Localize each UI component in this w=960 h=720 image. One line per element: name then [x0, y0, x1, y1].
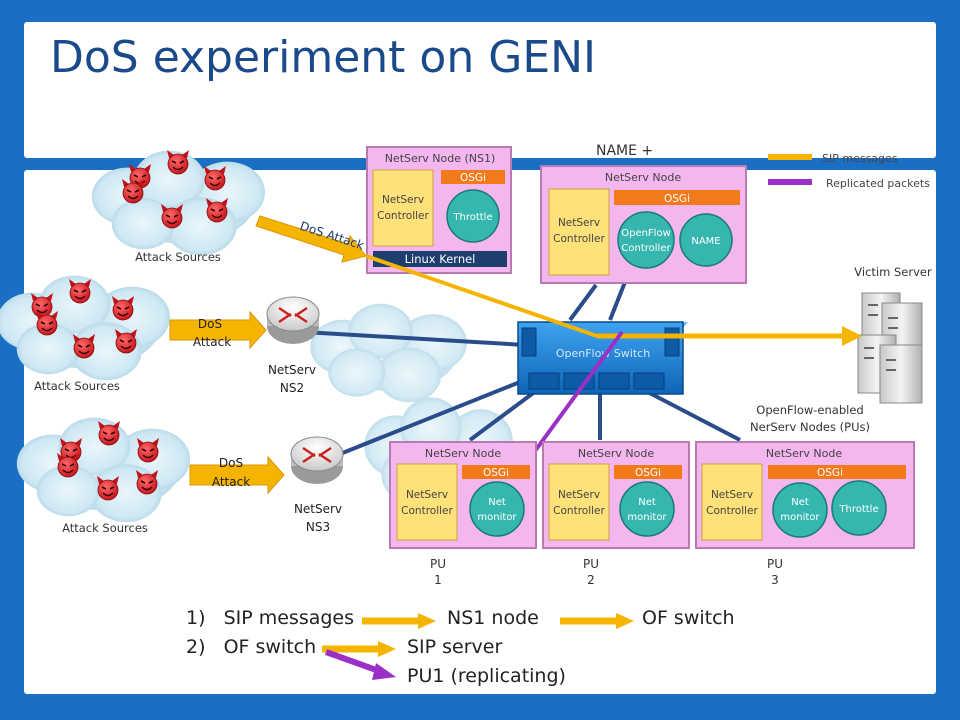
pu2-controller-b: Controller	[553, 505, 605, 517]
name-module: NAME	[691, 236, 720, 247]
name-controller-b: Controller	[553, 233, 605, 245]
router-ns2-icon	[266, 296, 320, 344]
ns1-throttle: Throttle	[452, 212, 492, 223]
attack-cloud-1	[91, 149, 266, 256]
dos-attack-arrows	[169, 215, 367, 495]
pu2-monitor-a: Net	[638, 497, 656, 508]
ns1-osgi: OSGi	[460, 172, 486, 184]
step-2-of-switch: OF switch	[223, 636, 317, 658]
ns1-kernel: Linux Kernel	[405, 252, 476, 266]
step-1: 1) SIP messages	[186, 607, 354, 629]
pu1-controller-b: Controller	[401, 505, 453, 517]
pu1-controller-a: NetServ	[406, 489, 448, 501]
legend: SIP messages Replicated packets	[768, 152, 930, 190]
name-node-title: NetServ Node	[605, 171, 682, 184]
pu3-label-a: PU	[767, 557, 783, 571]
step-2: 2) OF switch	[186, 636, 316, 658]
name-plus-label: NAME +	[596, 143, 653, 159]
pu-caption-a: OpenFlow-enabled	[756, 403, 863, 417]
ns1-controller-a: NetServ	[382, 194, 424, 206]
pu3-label-b: 3	[771, 573, 779, 587]
legend-replicated: Replicated packets	[826, 177, 930, 190]
step-1-ns1: NS1 node	[447, 607, 539, 629]
step-2-sip-server: SIP server	[407, 636, 503, 658]
pu1-monitor-a: Net	[488, 497, 506, 508]
slide-title: DoS experiment on GENI	[50, 32, 597, 83]
pu1-monitor-b: monitor	[477, 512, 517, 523]
pu2-label-a: PU	[583, 557, 599, 571]
legend-sip: SIP messages	[822, 152, 898, 165]
pu3-monitor-b: monitor	[780, 512, 820, 523]
pu3-throttle: Throttle	[838, 504, 878, 515]
openflow-controller-a: OpenFlow	[621, 228, 671, 239]
switch-label: OpenFlow Switch	[556, 347, 650, 360]
step-2-number: 2)	[186, 636, 206, 658]
attack-sources-label-2: Attack Sources	[34, 379, 120, 393]
pu-node-3: NetServ Node NetServ Controller OSGi Net…	[695, 441, 915, 549]
pu2-monitor-b: monitor	[627, 512, 667, 523]
step-1-sip: SIP messages	[223, 607, 355, 629]
attack-sources-label-3: Attack Sources	[62, 521, 148, 535]
attack-label-2a: DoS	[198, 317, 222, 331]
title-panel	[24, 22, 936, 158]
attack-label-2b: Attack	[193, 335, 231, 349]
pu3-osgi: OSGi	[817, 467, 843, 479]
pu-node-2: NetServ Node NetServ Controller OSGi Net…	[542, 441, 690, 549]
ns1-node-title: NetServ Node (NS1)	[385, 152, 496, 165]
attack-sources-label-1: Attack Sources	[135, 250, 221, 264]
router-ns3-label-b: NS3	[306, 520, 330, 534]
ns1-node: NetServ Node (NS1) NetServ Controller OS…	[366, 146, 512, 274]
victim-label: Victim Server	[854, 265, 932, 279]
attack-label-3b: Attack	[212, 475, 250, 489]
router-ns3-icon	[290, 436, 344, 484]
name-node: NetServ Node NetServ Controller OSGi Ope…	[540, 165, 747, 284]
pu1-label-b: 1	[434, 573, 442, 587]
pu2-label-b: 2	[587, 573, 595, 587]
attack-cloud-3	[16, 417, 191, 523]
ns1-controller-b: Controller	[377, 210, 429, 222]
pu3-title: NetServ Node	[766, 447, 843, 460]
pu2-controller-a: NetServ	[558, 489, 600, 501]
pu3-controller-b: Controller	[706, 505, 758, 517]
pu2-title: NetServ Node	[578, 447, 655, 460]
step-arrows	[322, 613, 634, 680]
pu-caption-b: NerServ Nodes (PUs)	[750, 420, 870, 434]
sip-flow	[365, 254, 862, 346]
step-2-pu1: PU1 (replicating)	[407, 665, 566, 687]
pu3-controller-a: NetServ	[711, 489, 753, 501]
step-1-of-switch: OF switch	[642, 607, 735, 629]
pu1-title: NetServ Node	[425, 447, 502, 460]
victim-server-icon	[857, 292, 923, 404]
pu1-osgi: OSGi	[483, 467, 509, 479]
router-ns2-label-a: NetServ	[268, 363, 316, 377]
openflow-controller-b: Controller	[621, 243, 671, 254]
name-osgi: OSGi	[664, 193, 690, 205]
pu3-monitor-a: Net	[791, 497, 809, 508]
links	[269, 281, 741, 472]
attack-label-3a: DoS	[219, 456, 243, 470]
pu1-label-a: PU	[430, 557, 446, 571]
name-controller-a: NetServ	[558, 217, 600, 229]
router-ns3-label-a: NetServ	[294, 502, 342, 516]
pu-node-1: NetServ Node NetServ Controller OSGi Net…	[389, 441, 537, 549]
attack-cloud-2	[0, 275, 171, 381]
step-1-number: 1)	[186, 607, 206, 629]
pu2-osgi: OSGi	[635, 467, 661, 479]
router-ns2-label-b: NS2	[280, 381, 304, 395]
